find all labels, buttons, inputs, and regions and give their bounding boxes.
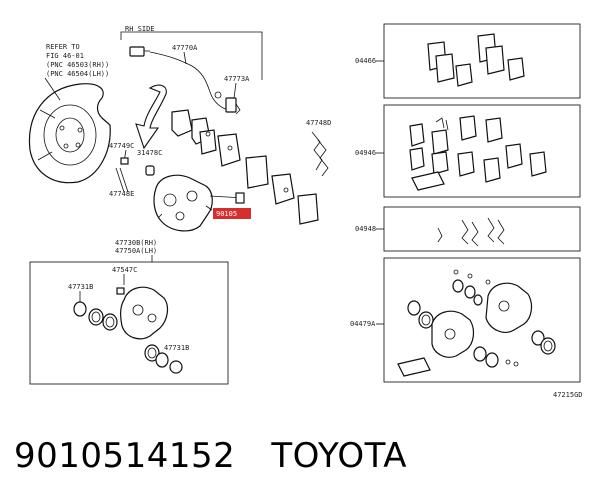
callout-47731b-a: 47731B [68, 283, 93, 291]
callout-47730b: 47730B(RH) [115, 239, 157, 247]
kit-label-04479a: 04479A [350, 320, 376, 328]
assembly-arrow [135, 84, 167, 150]
refer-note-line-1: REFER TO [46, 43, 80, 51]
callout-47749c: 47749C [109, 142, 134, 150]
refer-note-line-2: FIG 46-01 [46, 52, 84, 60]
kit-box-04946: 04946 [355, 104, 581, 198]
parts-diagram: RH SIDE REFER TO FIG 46-01 (PNC 46503(RH… [28, 23, 583, 399]
callout-47750a: 47750A(LH) [115, 247, 157, 255]
caliper-body-drawing [153, 174, 245, 232]
pad-springs: 47748D [306, 119, 331, 177]
callout-47748e: 47748E [109, 190, 134, 198]
brand-name: TOYOTA [271, 436, 408, 476]
dust-shield-drawing [28, 77, 111, 184]
drawing-id: 47215GD [553, 391, 583, 399]
rh-side-label: RH SIDE [125, 25, 155, 33]
pads-and-shims-middle [171, 109, 319, 225]
callout-31478c: 31478C [137, 149, 162, 157]
part-footer: 9010514152 TOYOTA [14, 436, 407, 476]
callout-47770a: 47770A [172, 44, 198, 52]
callout-47731b-b: 47731B [164, 344, 189, 352]
highlighted-part-90105[interactable]: 90105 [213, 208, 251, 219]
kit-label-04946: 04946 [355, 149, 376, 157]
part-number: 9010514152 [14, 436, 236, 476]
callout-47547c: 47547C [112, 266, 137, 274]
rh-side-bracket: RH SIDE [120, 25, 263, 80]
kit-box-04948: 04948 [355, 206, 581, 252]
refer-note: REFER TO FIG 46-01 (PNC 46503(RH)) (PNC … [46, 43, 109, 78]
caliper-small-parts: 47749C 31478C 47748E [109, 142, 162, 198]
caliper-repair-box: 47547C 47731B 47731B [29, 261, 229, 385]
kit-box-04479a: 04479A [350, 257, 581, 383]
callout-47748d: 47748D [306, 119, 331, 127]
kit-label-04466: 04466 [355, 57, 376, 65]
callout-47773a: 47773A [224, 75, 250, 83]
abs-sensor-drawing: 47770A 47773A [129, 44, 250, 115]
kit-label-04948: 04948 [355, 225, 376, 233]
refer-note-line-3: (PNC 46503(RH)) [46, 61, 109, 69]
kit-box-04466: 04466 [355, 23, 581, 99]
refer-note-line-4: (PNC 46504(LH)) [46, 70, 109, 78]
callout-90105: 90105 [216, 210, 237, 218]
